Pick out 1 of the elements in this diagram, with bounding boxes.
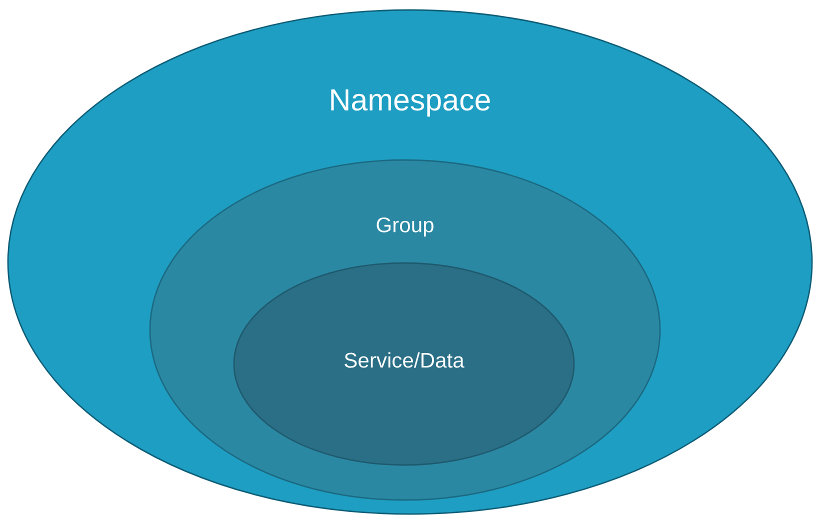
- ellipse-region: Service/Data: [233, 262, 575, 466]
